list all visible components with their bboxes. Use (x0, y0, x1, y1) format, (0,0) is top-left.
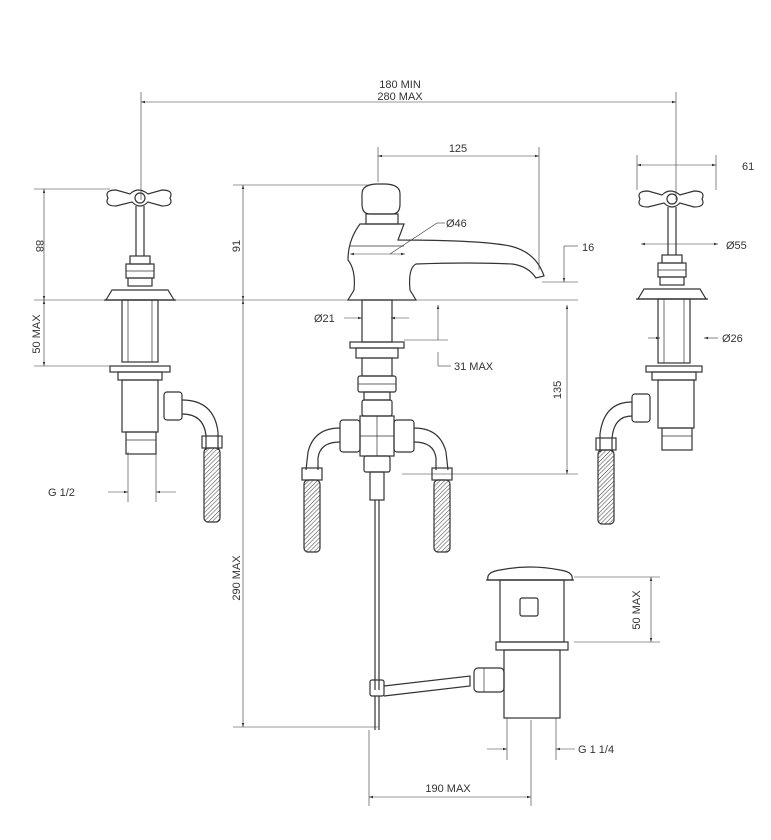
dim-deck-thickness: 31 MAX (454, 361, 494, 373)
dim-base-diameter: Ø55 (726, 240, 747, 252)
dim-overall-max: 280 MAX (377, 91, 423, 103)
dim-tail-diameter: Ø21 (314, 313, 335, 325)
dim-spout-body-height: 91 (231, 240, 243, 252)
dimension-lines (34, 92, 718, 806)
dim-handle-height: 88 (33, 240, 45, 252)
dim-overall-min: 180 MIN (379, 79, 421, 91)
centre-spout (301, 183, 545, 730)
dim-waste-thread: G 1 1/4 (578, 744, 614, 756)
right-tap-valve (595, 190, 708, 525)
pop-up-waste (473, 566, 574, 719)
dim-body-diameter: Ø46 (446, 218, 467, 230)
dim-tail-length: 135 (552, 381, 564, 399)
dim-shank-diameter: Ø26 (722, 333, 743, 345)
left-tap-valve (104, 189, 223, 523)
dimension-labels: 180 MIN 280 MAX 125 61 Ø46 16 88 91 Ø55 … (31, 79, 754, 795)
dim-valve-thread: G 1/2 (48, 487, 75, 499)
dim-handle-width: 61 (742, 161, 754, 173)
dim-total-height-max: 290 MAX (231, 555, 243, 601)
dim-spout-height: 16 (582, 242, 594, 254)
dim-spout-reach: 125 (449, 143, 467, 155)
dim-rod-reach-max: 190 MAX (425, 783, 471, 795)
dim-valve-tail-max: 50 MAX (31, 314, 43, 354)
dim-waste-height-max: 50 MAX (631, 590, 643, 630)
